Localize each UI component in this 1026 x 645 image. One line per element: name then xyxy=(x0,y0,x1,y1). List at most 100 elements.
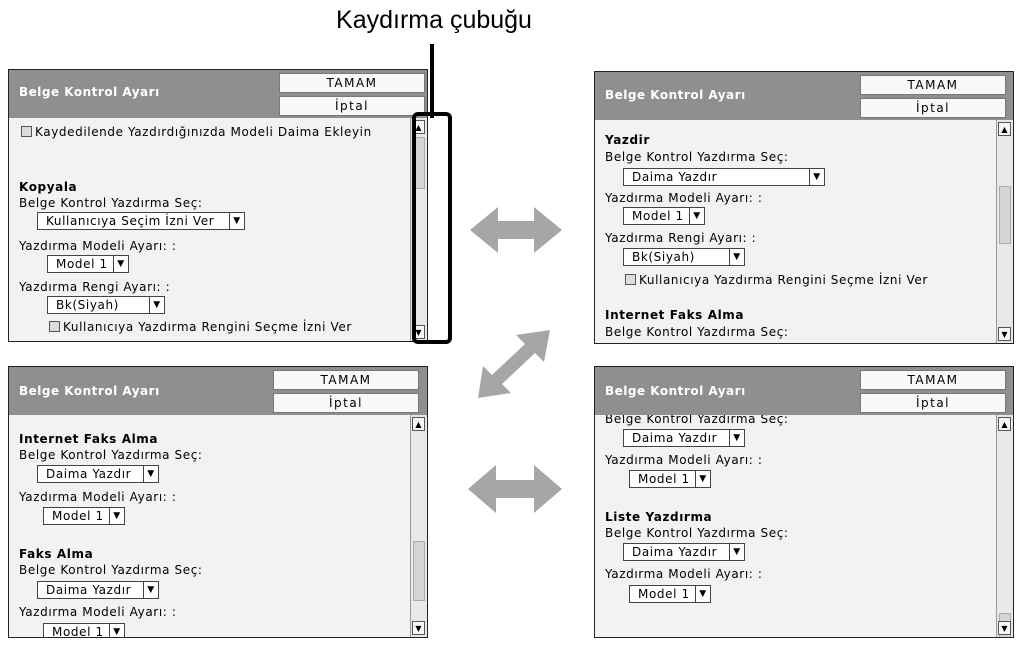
cancel-button[interactable]: İptal xyxy=(860,98,1006,118)
pattern-label-2: Yazdırma Modeli Ayarı: : xyxy=(19,605,177,619)
print-select-label-2: Belge Kontrol Yazdırma Seç: xyxy=(605,325,789,339)
scroll-down-icon[interactable]: ▼ xyxy=(998,621,1011,635)
section-title-2: Internet Faks Alma xyxy=(605,308,745,322)
cancel-button[interactable]: İptal xyxy=(860,393,1006,413)
chevron-down-icon: ▼ xyxy=(149,297,164,313)
pattern-value-2: Model 1 xyxy=(52,625,104,637)
color-label: Yazdırma Rengi Ayarı: : xyxy=(605,231,757,245)
pattern-label: Yazdırma Modeli Ayarı: : xyxy=(605,453,763,467)
scroll-down-icon[interactable]: ▼ xyxy=(998,327,1011,341)
panel-title: Belge Kontrol Ayarı xyxy=(605,384,746,398)
print-select-label: Belge Kontrol Yazdırma Seç: xyxy=(605,150,789,164)
chevron-down-icon: ▼ xyxy=(143,582,158,598)
cancel-button[interactable]: İptal xyxy=(273,393,419,413)
allow-color-checkbox[interactable] xyxy=(49,321,60,332)
color-label: Yazdırma Rengi Ayarı: : xyxy=(19,280,171,294)
print-select-dropdown[interactable]: Daima Yazdır ▼ xyxy=(37,465,159,483)
chevron-down-icon: ▼ xyxy=(729,430,744,446)
print-select-dropdown[interactable]: Daima Yazdır ▼ xyxy=(623,429,745,447)
pattern-dropdown-2[interactable]: Model 1 ▼ xyxy=(629,585,711,603)
chevron-down-icon: ▼ xyxy=(229,213,244,229)
color-value: Bk(Siyah) xyxy=(56,298,119,312)
panel-content: Kaydedilende Yazdırdığınızda Modeli Daim… xyxy=(9,118,411,341)
print-select-dropdown-2[interactable]: Daima Yazdır ▼ xyxy=(623,543,745,561)
color-value: Bk(Siyah) xyxy=(632,250,695,264)
scrollbar-highlight-box xyxy=(412,112,452,344)
pattern-value: Model 1 xyxy=(632,209,684,223)
pattern-dropdown[interactable]: Model 1 ▼ xyxy=(629,470,711,488)
chevron-down-icon: ▼ xyxy=(695,586,710,602)
print-select-dropdown[interactable]: Kullanıcıya Seçim İzni Ver ▼ xyxy=(37,212,245,230)
panel-internet-faks: Belge Kontrol Ayarı TAMAM İptal Internet… xyxy=(8,366,428,638)
pattern-dropdown[interactable]: Model 1 ▼ xyxy=(623,207,705,225)
panel-kopyala: Belge Kontrol Ayarı TAMAM İptal Kaydedil… xyxy=(8,69,428,342)
panel-title: Belge Kontrol Ayarı xyxy=(19,85,160,99)
color-dropdown[interactable]: Bk(Siyah) ▼ xyxy=(47,296,165,314)
section-title: Internet Faks Alma xyxy=(19,432,159,446)
ok-button[interactable]: TAMAM xyxy=(860,370,1006,390)
print-select-label-2: Belge Kontrol Yazdırma Seç: xyxy=(19,563,203,577)
cancel-button[interactable]: İptal xyxy=(279,96,425,116)
pattern-value: Model 1 xyxy=(52,509,104,523)
print-select-value: Daima Yazdır xyxy=(46,467,132,481)
color-dropdown[interactable]: Bk(Siyah) ▼ xyxy=(623,248,745,266)
chevron-down-icon: ▼ xyxy=(729,544,744,560)
panel-content: Belge Kontrol Yazdırma Seç: Daima Yazdır… xyxy=(595,415,997,637)
chevron-down-icon: ▼ xyxy=(729,249,744,265)
print-select-value-2: Daima Yazdır xyxy=(632,545,718,559)
add-pattern-checkbox[interactable] xyxy=(21,126,32,137)
pattern-label-2: Yazdırma Modeli Ayarı: : xyxy=(605,567,763,581)
print-select-value-2: Daima Yazdır xyxy=(46,583,132,597)
print-select-value: Daima Yazdır xyxy=(632,170,718,184)
panel-title: Belge Kontrol Ayarı xyxy=(19,384,160,398)
scrollbar-callout-label: Kaydırma çubuğu xyxy=(336,6,532,34)
scroll-up-icon[interactable]: ▲ xyxy=(998,122,1011,136)
section-title: Kopyala xyxy=(19,180,78,194)
panel-header: Belge Kontrol Ayarı TAMAM İptal xyxy=(595,72,1013,120)
pattern-label: Yazdırma Modeli Ayarı: : xyxy=(19,490,177,504)
chevron-down-icon: ▼ xyxy=(143,466,158,482)
print-select-value: Daima Yazdır xyxy=(632,431,718,445)
print-select-dropdown[interactable]: Daima Yazdır ▼ xyxy=(623,168,825,186)
chevron-down-icon: ▼ xyxy=(109,508,124,524)
chevron-down-icon: ▼ xyxy=(109,624,124,637)
ok-button[interactable]: TAMAM xyxy=(860,75,1006,95)
pattern-label: Yazdırma Modeli Ayarı: : xyxy=(605,191,763,205)
scrollbar-thumb[interactable] xyxy=(999,186,1011,244)
pattern-value-2: Model 1 xyxy=(638,587,690,601)
print-select-dropdown-2[interactable]: Daima Yazdır ▼ xyxy=(37,581,159,599)
allow-color-checkbox[interactable] xyxy=(625,274,636,285)
panel-title: Belge Kontrol Ayarı xyxy=(605,88,746,102)
ok-button[interactable]: TAMAM xyxy=(273,370,419,390)
add-pattern-label: Kaydedilende Yazdırdığınızda Modeli Daim… xyxy=(35,125,372,139)
scroll-up-icon[interactable]: ▲ xyxy=(998,417,1011,431)
pattern-dropdown-2[interactable]: Model 1 ▼ xyxy=(43,623,125,637)
scrollbar[interactable]: ▲ ▼ xyxy=(410,415,427,637)
panel-content: Yazdir Belge Kontrol Yazdırma Seç: Daima… xyxy=(595,120,997,343)
print-select-label: Belge Kontrol Yazdırma Seç: xyxy=(19,196,203,210)
scrollbar[interactable]: ▲ ▼ xyxy=(996,120,1013,343)
pattern-dropdown[interactable]: Model 1 ▼ xyxy=(43,507,125,525)
scrollbar-thumb[interactable] xyxy=(413,541,425,601)
print-select-label: Belge Kontrol Yazdırma Seç: xyxy=(19,448,203,462)
pattern-dropdown[interactable]: Model 1 ▼ xyxy=(47,255,129,273)
allow-color-label: Kullanıcıya Yazdırma Rengini Seçme İzni … xyxy=(639,273,928,287)
pattern-value: Model 1 xyxy=(638,472,690,486)
print-select-value: Kullanıcıya Seçim İzni Ver xyxy=(46,214,215,228)
scrollbar[interactable]: ▲ ▼ xyxy=(996,415,1013,637)
chevron-down-icon: ▼ xyxy=(113,256,128,272)
diagonal-double-arrow-icon xyxy=(478,330,550,398)
pattern-label: Yazdırma Modeli Ayarı: : xyxy=(19,239,177,253)
pattern-value: Model 1 xyxy=(56,257,108,271)
chevron-down-icon: ▼ xyxy=(809,169,824,185)
scroll-down-icon[interactable]: ▼ xyxy=(412,621,425,635)
scroll-up-icon[interactable]: ▲ xyxy=(412,417,425,431)
panel-content: Internet Faks Alma Belge Kontrol Yazdırm… xyxy=(9,415,411,637)
chevron-down-icon: ▼ xyxy=(695,471,710,487)
print-select-label: Belge Kontrol Yazdırma Seç: xyxy=(605,415,789,426)
callout-pointer-line xyxy=(430,44,434,118)
panel-liste-yazdirma: Belge Kontrol Ayarı TAMAM İptal Belge Ko… xyxy=(594,366,1014,638)
ok-button[interactable]: TAMAM xyxy=(279,73,425,93)
panel-header: Belge Kontrol Ayarı TAMAM İptal xyxy=(595,367,1013,415)
section-title-2: Faks Alma xyxy=(19,547,94,561)
